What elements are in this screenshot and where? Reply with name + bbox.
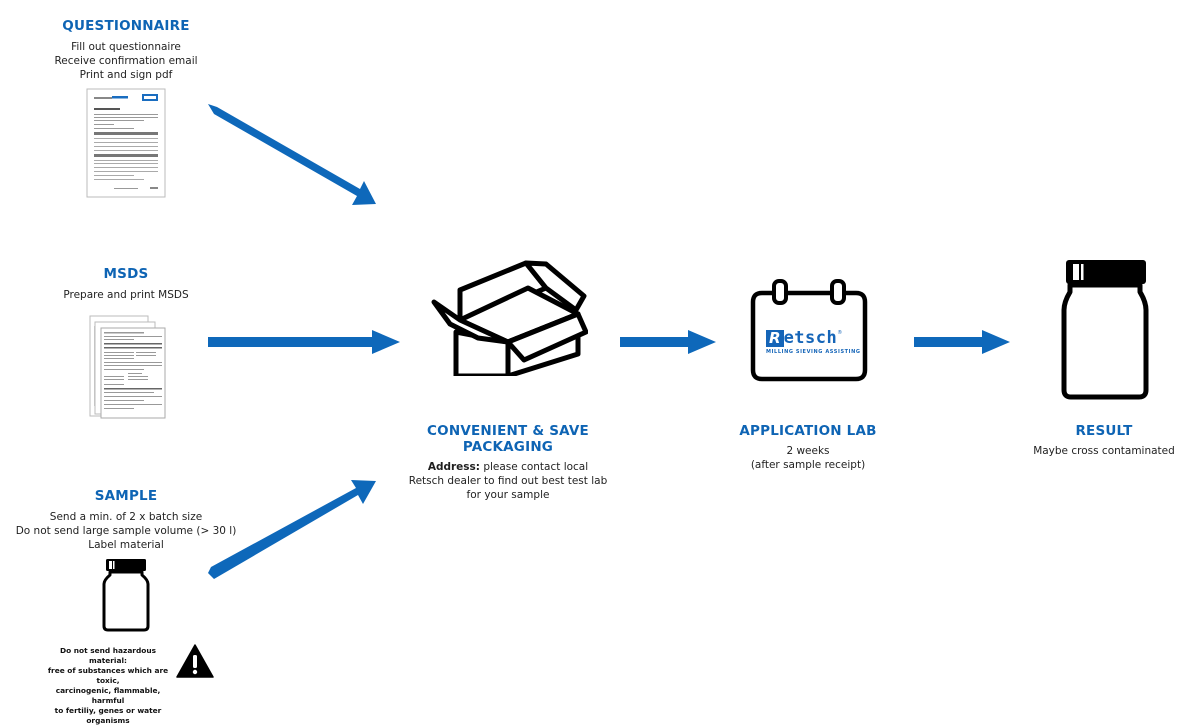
hazard-warning-line-4: to fertiliy, genes or water organisms bbox=[54, 706, 162, 725]
arrow-questionnaire-to-packaging bbox=[208, 104, 376, 205]
warning-triangle-icon bbox=[176, 644, 214, 678]
questionnaire-description: Fill out questionnaire Receive confirmat… bbox=[26, 40, 226, 82]
hazard-warning-line-1: Do not send hazardous material: bbox=[60, 646, 156, 665]
sample-description: Send a min. of 2 x batch size Do not sen… bbox=[6, 510, 246, 552]
calendar-icon bbox=[750, 278, 868, 382]
result-line-1: Maybe cross contaminated bbox=[1033, 445, 1175, 457]
sample-title: SAMPLE bbox=[94, 488, 158, 504]
arrow-msds-to-packaging bbox=[208, 330, 400, 354]
arrow-sample-to-packaging bbox=[208, 480, 376, 579]
packaging-line-3: for your sample bbox=[466, 489, 550, 501]
arrow-lab-to-result bbox=[914, 330, 1010, 354]
questionnaire-line-2: Receive confirmation email bbox=[54, 55, 198, 67]
questionnaire-title: QUESTIONNAIRE bbox=[62, 18, 190, 34]
packaging-title-line-1: CONVENIENT & SAVE bbox=[427, 423, 589, 439]
msds-description: Prepare and print MSDS bbox=[26, 288, 226, 302]
application-lab-title: APPLICATION LAB bbox=[739, 423, 877, 439]
application-lab-description: 2 weeks (after sample receipt) bbox=[708, 444, 908, 472]
questionnaire-line-3: Print and sign pdf bbox=[79, 69, 173, 81]
application-lab-line-2: (after sample receipt) bbox=[750, 459, 866, 471]
retsch-logo: R etsch ® MILLING SIEVING ASSISTING bbox=[766, 330, 861, 355]
arrow-packaging-to-lab bbox=[620, 330, 716, 354]
result-jar-icon bbox=[1060, 258, 1150, 400]
questionnaire-document-icon bbox=[86, 88, 166, 198]
msds-line-1: Prepare and print MSDS bbox=[63, 289, 189, 301]
hazard-warning-line-2: free of substances which are toxic, bbox=[47, 666, 169, 685]
questionnaire-line-1: Fill out questionnaire bbox=[71, 41, 181, 53]
result-description: Maybe cross contaminated bbox=[1004, 444, 1200, 458]
packaging-line-2: Retsch dealer to find out best test lab bbox=[408, 475, 608, 487]
sample-line-3: Label material bbox=[88, 539, 164, 551]
address-label: Address: bbox=[427, 461, 480, 473]
packaging-title: CONVENIENT & SAVE PACKAGING bbox=[398, 423, 618, 455]
result-title: RESULT bbox=[1075, 423, 1133, 439]
msds-title: MSDS bbox=[103, 266, 149, 282]
retsch-logo-tagline: MILLING SIEVING ASSISTING bbox=[766, 349, 861, 355]
registered-mark: ® bbox=[837, 330, 843, 336]
packaging-description: Address: please contact local Retsch dea… bbox=[388, 460, 628, 502]
sample-line-1: Send a min. of 2 x batch size bbox=[49, 511, 203, 523]
sample-line-2: Do not send large sample volume (> 30 l) bbox=[15, 525, 237, 537]
packaging-title-line-2: PACKAGING bbox=[462, 439, 554, 455]
sample-jar-icon bbox=[102, 558, 150, 632]
msds-documents-icon bbox=[88, 312, 168, 420]
application-lab-line-1: 2 weeks bbox=[786, 445, 830, 457]
retsch-logo-text: etsch bbox=[783, 328, 838, 348]
retsch-logo-initial: R bbox=[766, 330, 784, 347]
open-box-icon bbox=[428, 258, 588, 376]
address-text: please contact local bbox=[479, 461, 589, 473]
